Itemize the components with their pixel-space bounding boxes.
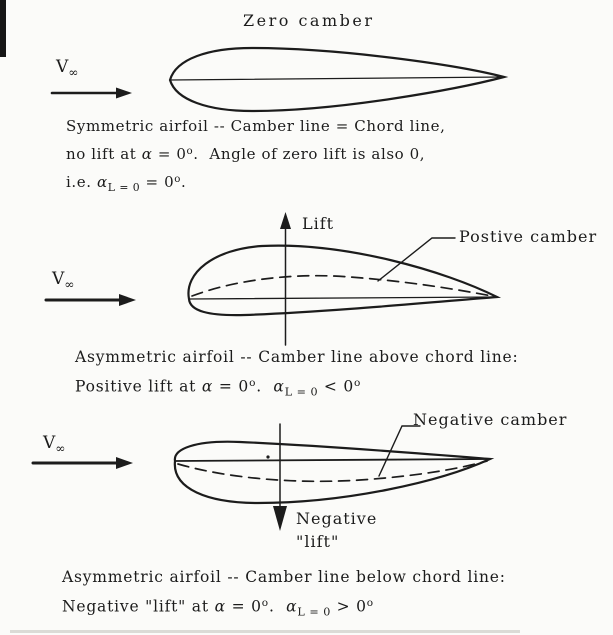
zero-camber-title: Zero camber <box>243 11 375 30</box>
camber-line-dashed <box>177 460 488 483</box>
lift-label: Lift <box>302 214 335 233</box>
freestream-velocity-label: V∞ <box>43 433 66 456</box>
caption-line: Positive lift at α = 0o. αL = 0 < 0o <box>75 377 362 399</box>
negative-camber-caption: Asymmetric airfoil -- Camber line below … <box>62 564 506 626</box>
negative-lift-label: Negative "lift" <box>296 507 377 553</box>
caption-line: no lift at α = 0o. Angle of zero lift is… <box>66 145 426 164</box>
caption-line: Asymmetric airfoil -- Camber line below … <box>62 568 506 586</box>
reference-dot <box>266 455 270 459</box>
negative-lift-label-line: Negative <box>296 509 378 528</box>
freestream-arrow-head <box>116 87 132 99</box>
caption-line: Asymmetric airfoil -- Camber line above … <box>75 348 519 366</box>
positive-camber-figure <box>44 212 502 346</box>
camber-label-leader-line <box>378 425 421 477</box>
chord-line <box>188 296 498 300</box>
camber-label-leader-line <box>377 237 456 282</box>
negative-camber-figure <box>31 423 495 531</box>
negative-cambered-airfoil-outline <box>173 440 495 505</box>
camber-line-dashed <box>191 274 493 297</box>
zero-camber-figure <box>50 46 509 113</box>
chord-line <box>174 458 491 462</box>
lift-arrow-head <box>280 212 291 229</box>
chord-line <box>169 76 505 81</box>
caption-line: Negative "lift" at α = 0o. αL = 0 > 0o <box>62 597 374 619</box>
freestream-velocity-label: V∞ <box>56 57 79 80</box>
zero-camber-caption: Symmetric airfoil -- Camber line = Chord… <box>66 114 446 200</box>
scan-artifact-left-edge <box>0 0 6 57</box>
caption-line: Symmetric airfoil -- Camber line = Chord… <box>66 117 446 135</box>
scan-artifact-bottom-edge <box>10 630 520 633</box>
positive-camber-caption: Asymmetric airfoil -- Camber line above … <box>75 344 519 406</box>
freestream-velocity-label: V∞ <box>52 269 75 292</box>
negative-camber-label: Negative camber <box>413 410 568 429</box>
freestream-arrow-head <box>119 294 136 306</box>
negative-lift-label-line: "lift" <box>296 532 340 551</box>
cambered-airfoil-outline <box>187 244 502 317</box>
negative-lift-arrow-head <box>273 506 287 531</box>
caption-line: i.e. αL = 0 = 0o. <box>66 173 187 195</box>
freestream-arrow-head <box>116 457 133 469</box>
positive-camber-label: Postive camber <box>459 227 598 246</box>
